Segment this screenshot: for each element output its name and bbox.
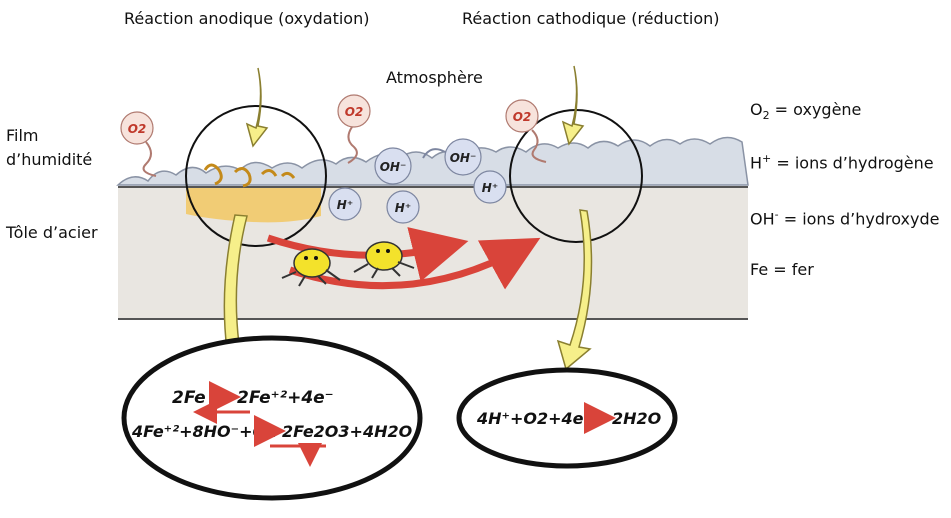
rust-zone xyxy=(186,188,321,223)
hydroxide-label: OH⁻ xyxy=(450,151,477,165)
hydrogen-ion-3: H⁺ xyxy=(473,170,507,204)
cathodic-reaction-header: Réaction cathodique (réduction) xyxy=(462,9,720,28)
anodic-eq-line2-left: 4Fe⁺²+8HO⁻+O2 xyxy=(131,422,277,441)
anode-magnifier-circle xyxy=(185,105,327,247)
hydroxide-ion-1: OH⁻ xyxy=(374,147,412,185)
electron-figure-2 xyxy=(353,241,415,279)
legend-symbol: OH xyxy=(750,209,775,229)
atmosphere-label: Atmosphère xyxy=(386,68,483,87)
legend-text: = fer xyxy=(768,260,814,279)
anodic-eq-line2-right: 2Fe2O3+4H2O xyxy=(282,422,413,441)
electron-figure-1 xyxy=(281,248,341,287)
anodic-eq-line1-right: 2Fe⁺²+4e⁻ xyxy=(237,388,334,408)
hydrogen-ion-label: H⁺ xyxy=(337,198,353,212)
legend-text: = ions d’hydrogène xyxy=(771,153,934,173)
oxygen-molecule-2: O2 xyxy=(337,94,371,164)
legend-text: = oxygène xyxy=(769,100,862,119)
steel-sheet-label: Tôle d’acier xyxy=(6,223,98,242)
cathodic-eq-right: 2H2O xyxy=(612,409,662,428)
legend-superscript: - xyxy=(774,208,779,221)
legend-text: = ions d’hydroxyde xyxy=(778,209,940,229)
moisture-film-label-line1: Film xyxy=(6,126,39,145)
hydrogen-ion-1: H⁺ xyxy=(328,187,362,221)
cathodic-entry-arrow xyxy=(561,65,585,146)
legend-subscript: 2 xyxy=(762,109,770,123)
anodic-reaction-header: Réaction anodique (oxydation) xyxy=(124,9,370,28)
hydroxide-ion-2: OH⁻ xyxy=(422,138,482,176)
cathodic-result-arrow xyxy=(556,209,593,371)
anodic-entry-arrow xyxy=(245,67,269,148)
hydroxide-label: OH⁻ xyxy=(380,160,407,174)
anodic-eq-line1-left: 2Fe xyxy=(172,388,206,408)
oxygen-molecule-3: O2 xyxy=(505,99,547,163)
legend-item-hydroxide-ions: OH- = ions d’hydroxyde xyxy=(750,208,939,228)
electron-flow-arrow-upper xyxy=(266,227,469,282)
legend-symbol: H xyxy=(750,153,763,173)
cathodic-equation-oval: 4H⁺+O2+4e⁻ 2H2O xyxy=(456,367,678,469)
legend-item-iron: Fe = fer xyxy=(750,260,814,279)
hydrogen-ion-label: H⁺ xyxy=(482,181,498,195)
legend-item-oxygen: O2 = oxygène xyxy=(750,100,861,122)
iron-particles xyxy=(203,163,296,188)
legend-symbol: O xyxy=(750,100,763,119)
anodic-equation-oval: 2Fe 2Fe⁺²+4e⁻ 4Fe⁺²+8HO⁻+O2 2Fe2O3+4H2O xyxy=(121,335,423,501)
legend-superscript: + xyxy=(762,152,772,165)
cathodic-eq-left: 4H⁺+O2+4e⁻ xyxy=(476,409,592,428)
hydrogen-ion-label: H⁺ xyxy=(395,201,411,215)
oxygen-molecule-1: O2 xyxy=(120,111,157,177)
oxygen-label: O2 xyxy=(513,110,532,124)
oxygen-label: O2 xyxy=(128,122,147,136)
hydrogen-ion-2: H⁺ xyxy=(386,190,420,224)
oxygen-label: O2 xyxy=(345,105,364,119)
legend-symbol: Fe xyxy=(750,260,769,279)
moisture-film-label-line2: d’humidité xyxy=(6,150,93,169)
legend-item-hydrogen-ions: H+ = ions d’hydrogène xyxy=(750,152,934,172)
moisture-film xyxy=(116,136,749,186)
